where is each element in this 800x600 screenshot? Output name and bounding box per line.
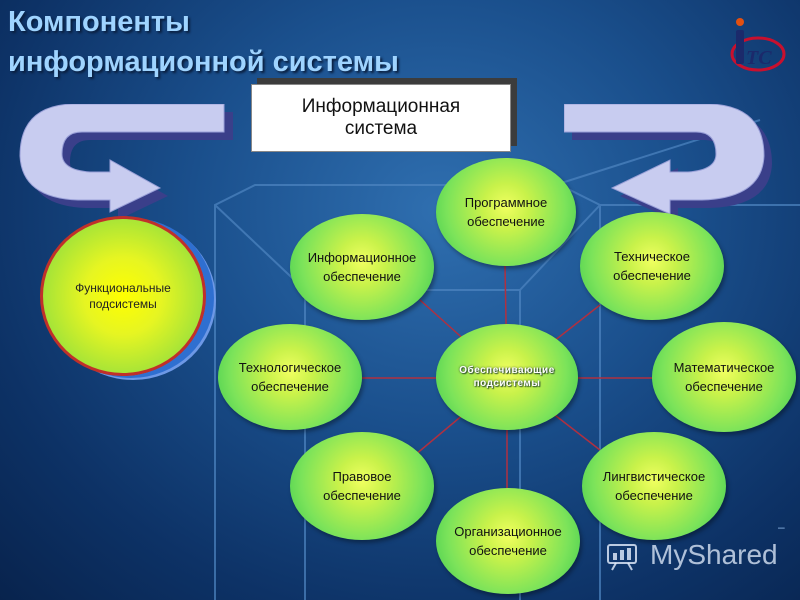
functional-line-2: подсистемы <box>89 297 157 311</box>
functional-subsystems-circle: Функциональные подсистемы <box>40 216 206 376</box>
info-system-line-1: Информационная <box>301 96 461 117</box>
left-curved-arrow-icon <box>19 104 233 218</box>
node-software-line-1: Программное <box>464 195 548 210</box>
myshared-logo-icon <box>607 544 637 571</box>
watermark-text: MyShared <box>650 539 778 570</box>
watermark: MyShared <box>606 535 781 575</box>
supporting-subsystems-node: Обеспечивающие подсистемы <box>436 324 578 430</box>
slide-title: Компоненты информационной системы <box>8 2 399 82</box>
title-line-1: Компоненты <box>8 6 190 38</box>
right-curved-arrow-icon <box>564 104 772 222</box>
information-system-box: Информационная система <box>251 84 511 152</box>
node-math-line-2: обеспечение <box>685 379 763 394</box>
node-software: Программное обеспечение <box>436 158 576 266</box>
center-line-1: Обеспечивающие <box>459 365 555 376</box>
node-org-line-2: обеспечение <box>469 543 547 558</box>
title-line-2: информационной системы <box>8 46 399 78</box>
svg-text:TC: TC <box>746 47 772 69</box>
node-technological-line-2: обеспечение <box>251 379 329 394</box>
node-technical-line-2: обеспечение <box>613 268 691 283</box>
node-technical-line-1: Техническое <box>614 249 690 264</box>
node-linguistic-line-2: обеспечение <box>615 488 693 503</box>
node-legal-line-2: обеспечение <box>323 488 401 503</box>
node-info-line-2: обеспечение <box>323 269 401 284</box>
node-math-line-1: Математическое <box>673 360 775 375</box>
node-informational: Информационное обеспечение <box>290 214 434 320</box>
functional-line-1: Функциональные <box>75 281 171 295</box>
itc-logo-icon: TC <box>730 18 786 72</box>
node-info-line-1: Информационное <box>307 250 417 265</box>
node-organizational: Организационное обеспечение <box>436 488 580 594</box>
info-system-line-2: система <box>344 118 418 139</box>
decorative-dash: – <box>778 520 785 534</box>
node-technical: Техническое обеспечение <box>580 212 724 320</box>
node-legal-line-1: Правовое <box>332 469 392 484</box>
node-org-line-1: Организационное <box>454 524 562 539</box>
node-legal: Правовое обеспечение <box>290 432 434 540</box>
node-technological-line-1: Технологическое <box>238 360 342 375</box>
node-technological: Технологическое обеспечение <box>218 324 362 430</box>
node-mathematical: Математическое обеспечение <box>652 322 796 432</box>
node-linguistic-line-1: Лингвистическое <box>602 469 706 484</box>
node-software-line-2: обеспечение <box>467 214 545 229</box>
node-linguistic: Лингвистическое обеспечение <box>582 432 726 540</box>
center-line-2: подсистемы <box>473 378 541 389</box>
